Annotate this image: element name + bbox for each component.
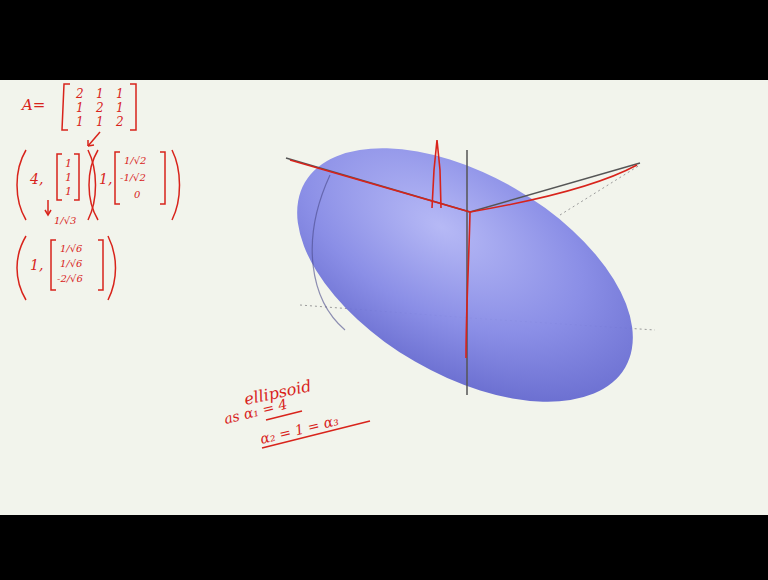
matrix-entry: 1: [76, 116, 84, 128]
matrix-entry: 2: [76, 88, 84, 100]
eigenvalue-note: α₂ = 1 = α₃: [259, 413, 340, 446]
eigenvalue: 4,: [30, 172, 43, 186]
axis-lines: [286, 150, 640, 395]
matrix-bracket: [62, 84, 136, 146]
matrix-entry: 2: [96, 102, 104, 114]
matrix-entry: 1: [116, 102, 124, 114]
vector-entry: -2/√6: [57, 274, 83, 284]
ellipsoid-surface: [255, 96, 675, 454]
vector-entry: -1/√2: [120, 173, 146, 183]
vector-entry: 0: [134, 190, 140, 200]
eigenvalue: 1,: [30, 258, 43, 272]
normalization: 1/√3: [54, 216, 76, 226]
matrix-entry: 1: [96, 88, 104, 100]
eigenpair-bracket: [17, 150, 180, 300]
matrix-name: A=: [22, 98, 45, 113]
vector-entry: 1/√2: [124, 156, 146, 166]
matrix-entry: 1: [76, 102, 84, 114]
surface-curve: [312, 175, 345, 330]
vector-entry: 1: [65, 172, 72, 183]
matrix-entry: 2: [116, 116, 124, 128]
vector-entry: 1/√6: [60, 244, 82, 254]
vector-entry: 1: [65, 158, 72, 169]
vector-entry: 1/√6: [60, 259, 82, 269]
vector-entry: 1: [65, 186, 72, 197]
eigenvalue: 1,: [99, 172, 112, 186]
matrix-entry: 1: [116, 88, 124, 100]
eigen-axes: [290, 140, 637, 358]
matrix-entry: 1: [96, 116, 104, 128]
